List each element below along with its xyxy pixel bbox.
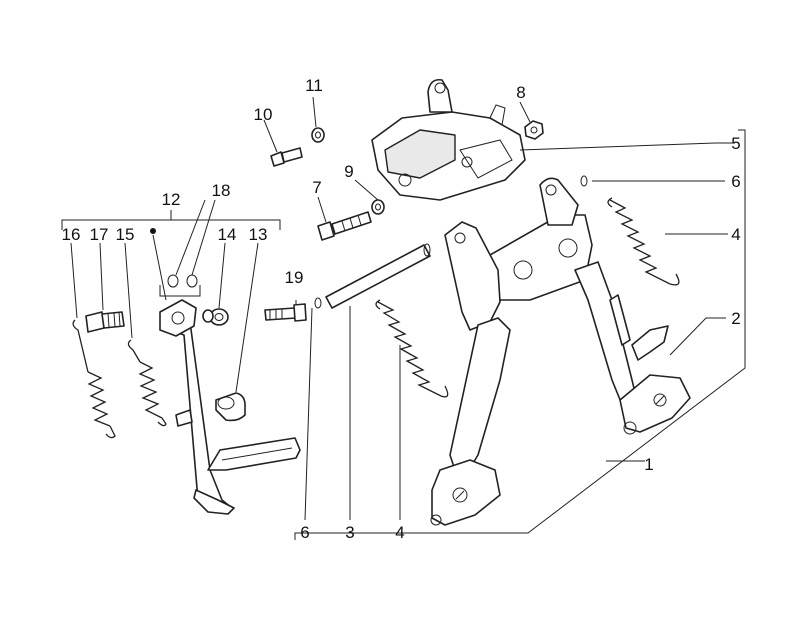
callout-16: 16 xyxy=(62,225,81,244)
callout-8: 8 xyxy=(516,83,525,102)
side-stand-part xyxy=(159,299,301,515)
callout-15: 15 xyxy=(116,225,135,244)
callout-17: 17 xyxy=(90,225,109,244)
callout-2: 2 xyxy=(731,309,740,328)
callout-4-right: 4 xyxy=(731,225,740,244)
washer-9-part xyxy=(371,199,385,215)
reference-dot xyxy=(150,228,156,234)
washer-11-part xyxy=(311,127,325,143)
callout-9: 9 xyxy=(344,162,353,181)
spring-15-part xyxy=(127,339,167,427)
leader-lines xyxy=(70,96,735,521)
callout-12: 12 xyxy=(162,190,181,209)
mounting-bracket-part xyxy=(371,78,526,201)
spring-16-part xyxy=(72,319,116,439)
center-stand-part xyxy=(430,177,691,526)
nut-8-part xyxy=(524,120,544,140)
callout-14: 14 xyxy=(218,225,237,244)
spring-4-right xyxy=(607,197,680,286)
callout-4-bottom: 4 xyxy=(395,523,404,542)
callout-7: 7 xyxy=(312,178,321,197)
callout-11: 11 xyxy=(305,76,323,95)
stand-assembly-bracket xyxy=(294,129,746,540)
spring-4-left xyxy=(375,299,449,398)
side-stand-bracket xyxy=(61,210,281,234)
pivot-pin-part xyxy=(85,311,125,333)
bolt-19-part xyxy=(264,303,307,322)
bolt-7-part xyxy=(317,211,372,241)
bolt-10-part xyxy=(270,147,303,167)
pin-3-part xyxy=(325,243,431,309)
callout-6-bottom: 6 xyxy=(300,523,309,542)
callout-18: 18 xyxy=(212,181,231,200)
callout-6-right: 6 xyxy=(731,172,740,191)
callout-5: 5 xyxy=(731,134,740,153)
callout-10: 10 xyxy=(254,105,273,124)
callout-1: 1 xyxy=(644,455,653,474)
callout-13: 13 xyxy=(249,225,268,244)
washer-18-parts xyxy=(159,274,214,323)
callout-labels: 1 2 3 4 4 5 6 6 7 8 9 10 11 12 13 14 15 … xyxy=(62,76,741,542)
bushing-part xyxy=(215,392,246,422)
circlip-6-parts xyxy=(314,175,588,309)
callout-3: 3 xyxy=(345,523,354,542)
callout-19: 19 xyxy=(285,268,304,287)
